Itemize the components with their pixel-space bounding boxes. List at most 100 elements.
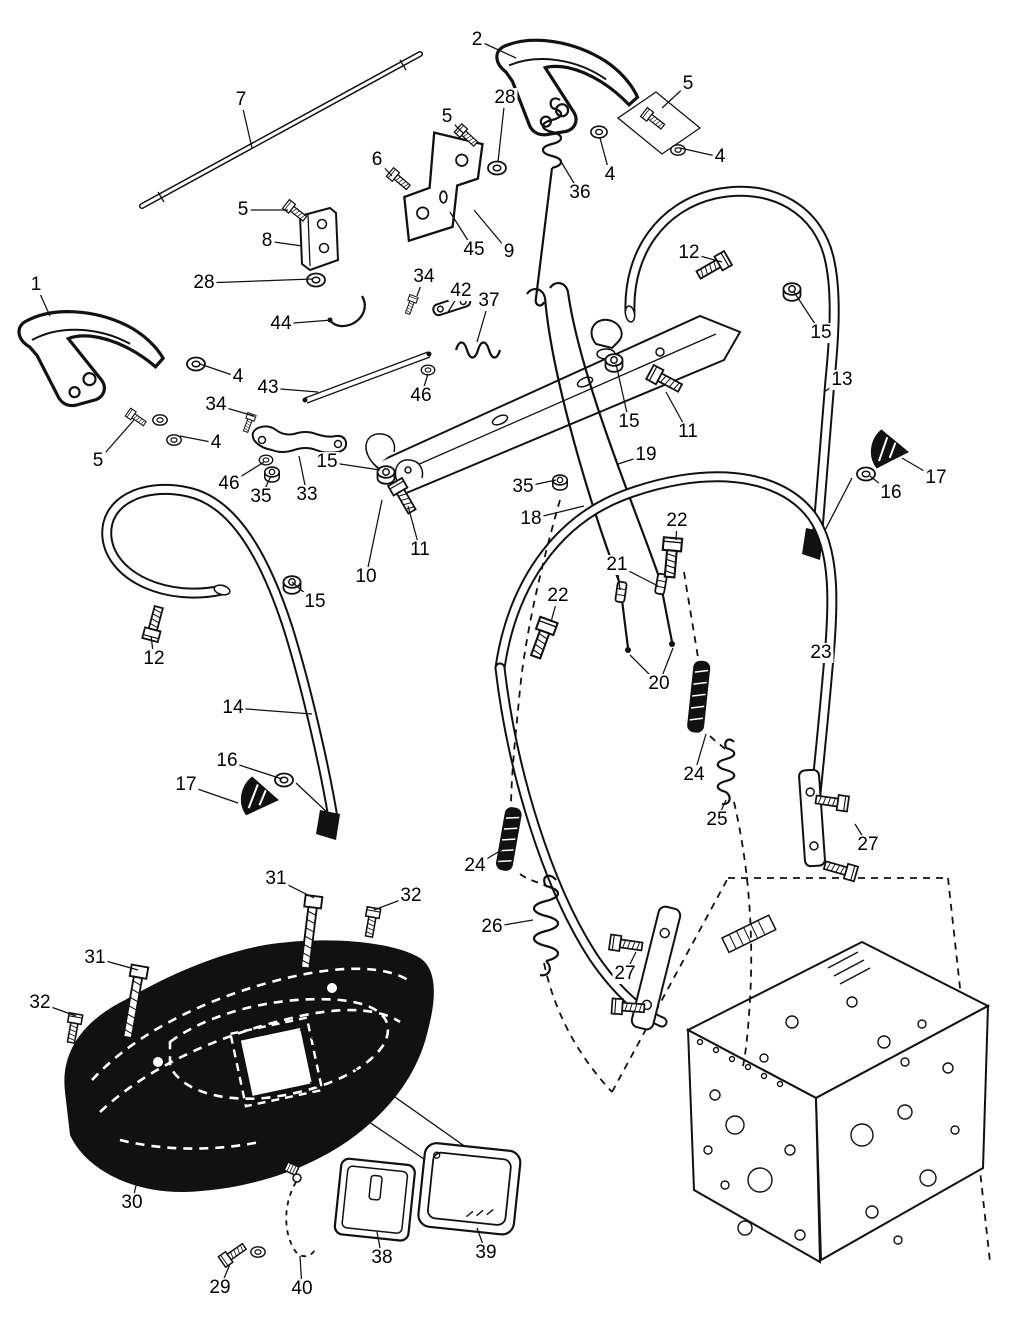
leader-line — [215, 404, 255, 417]
leader-line — [476, 300, 490, 343]
leader-line — [716, 799, 727, 821]
leader-line — [491, 919, 534, 928]
part-36-spring — [534, 97, 563, 307]
leader-line — [275, 878, 315, 899]
leader-line — [39, 1002, 77, 1017]
part-44-rod — [327, 295, 366, 328]
leader-line — [226, 760, 283, 780]
leader-line — [199, 363, 239, 378]
leader-line — [497, 97, 506, 163]
leader-line — [219, 1263, 231, 1289]
leader-line — [298, 455, 308, 496]
cable-left — [510, 499, 613, 1093]
handle-panel — [365, 314, 742, 496]
part-29-screw — [217, 1240, 249, 1268]
part-4-washer — [590, 125, 608, 139]
detail-box — [616, 91, 702, 155]
part-5-screw — [281, 198, 309, 224]
part-24-spring-sleeve — [495, 807, 522, 871]
leader-line — [679, 147, 721, 158]
leader-line — [97, 419, 135, 462]
part-24-spring-sleeve — [687, 660, 711, 733]
leader-line — [854, 823, 869, 846]
part-27-bolt — [822, 856, 859, 883]
leader-line — [661, 83, 689, 109]
leader-line — [550, 595, 559, 623]
part-4-washer — [670, 144, 686, 156]
part-46-washer — [420, 364, 436, 376]
part-30-shroud — [64, 940, 471, 1193]
leader-line — [240, 99, 253, 149]
part-26-spring — [532, 874, 560, 977]
frame-box — [611, 877, 991, 1264]
part-29-washer — [250, 1246, 266, 1258]
leader-line — [203, 278, 313, 284]
leader-line — [599, 137, 611, 176]
part-4-washer — [186, 356, 206, 372]
leader-line — [266, 240, 303, 247]
leader-line — [416, 276, 425, 297]
part-33-link — [251, 425, 348, 454]
part-6-screw — [385, 167, 413, 193]
part-22-bolt — [659, 536, 684, 579]
leader-line — [675, 520, 678, 541]
leader-line — [473, 209, 510, 253]
part-34-screw — [402, 294, 419, 316]
part-5-screw — [639, 106, 667, 132]
part-35-nut — [264, 466, 280, 483]
part-22-bolt — [525, 615, 559, 661]
leader-line — [299, 1255, 303, 1290]
part-32-bolt — [361, 906, 382, 939]
leader-line — [869, 475, 892, 494]
part-19-rod — [549, 282, 675, 647]
part-15-nut — [282, 575, 302, 595]
part-7-rod — [139, 51, 423, 209]
part-39-lamp-lens — [417, 1142, 522, 1236]
part-1-control-lever — [12, 306, 168, 414]
part-4-bushing — [166, 434, 182, 446]
leader-line — [35, 284, 51, 317]
part-9-bracket — [403, 131, 484, 243]
leader-line — [665, 391, 689, 433]
leader-line — [373, 895, 412, 911]
leader-line — [629, 654, 660, 685]
part-12-bolt — [141, 604, 168, 643]
part-17-knob — [867, 427, 912, 474]
part-43-rod — [302, 351, 432, 404]
leader-line — [267, 387, 319, 393]
part-37-spring — [454, 341, 502, 359]
cable-right — [683, 571, 753, 1067]
leader-line — [901, 457, 937, 479]
leader-line — [365, 499, 383, 578]
part-25-spring — [716, 738, 736, 806]
leader-line — [522, 479, 557, 488]
leader-line — [559, 159, 581, 194]
part-27-bolt — [608, 933, 644, 955]
leader-line — [624, 951, 637, 975]
leader-line — [407, 505, 421, 551]
leader-line — [658, 647, 674, 685]
leader-line — [449, 211, 475, 251]
part-28-washer — [487, 160, 507, 176]
leader-line — [326, 461, 381, 471]
leader-line — [280, 319, 333, 325]
leader-line — [179, 435, 217, 444]
leader-line — [420, 373, 429, 397]
part-14-lower-handle — [101, 483, 340, 840]
part-2-control-lever — [483, 30, 647, 152]
part-4-bushing — [152, 414, 168, 426]
part-5-screw — [124, 407, 149, 429]
part-16-washer — [274, 772, 294, 788]
leader-line — [793, 291, 822, 334]
part-40-wire — [283, 1161, 317, 1258]
part-8-bracket — [298, 206, 340, 272]
part-28-washer — [306, 272, 326, 288]
part-38-lamp-housing — [333, 1157, 416, 1242]
leader-line — [232, 707, 313, 715]
part-15-nut — [376, 465, 396, 485]
leader-line — [376, 159, 393, 177]
part-35-nut — [552, 474, 568, 491]
part-15-nut — [604, 353, 624, 373]
